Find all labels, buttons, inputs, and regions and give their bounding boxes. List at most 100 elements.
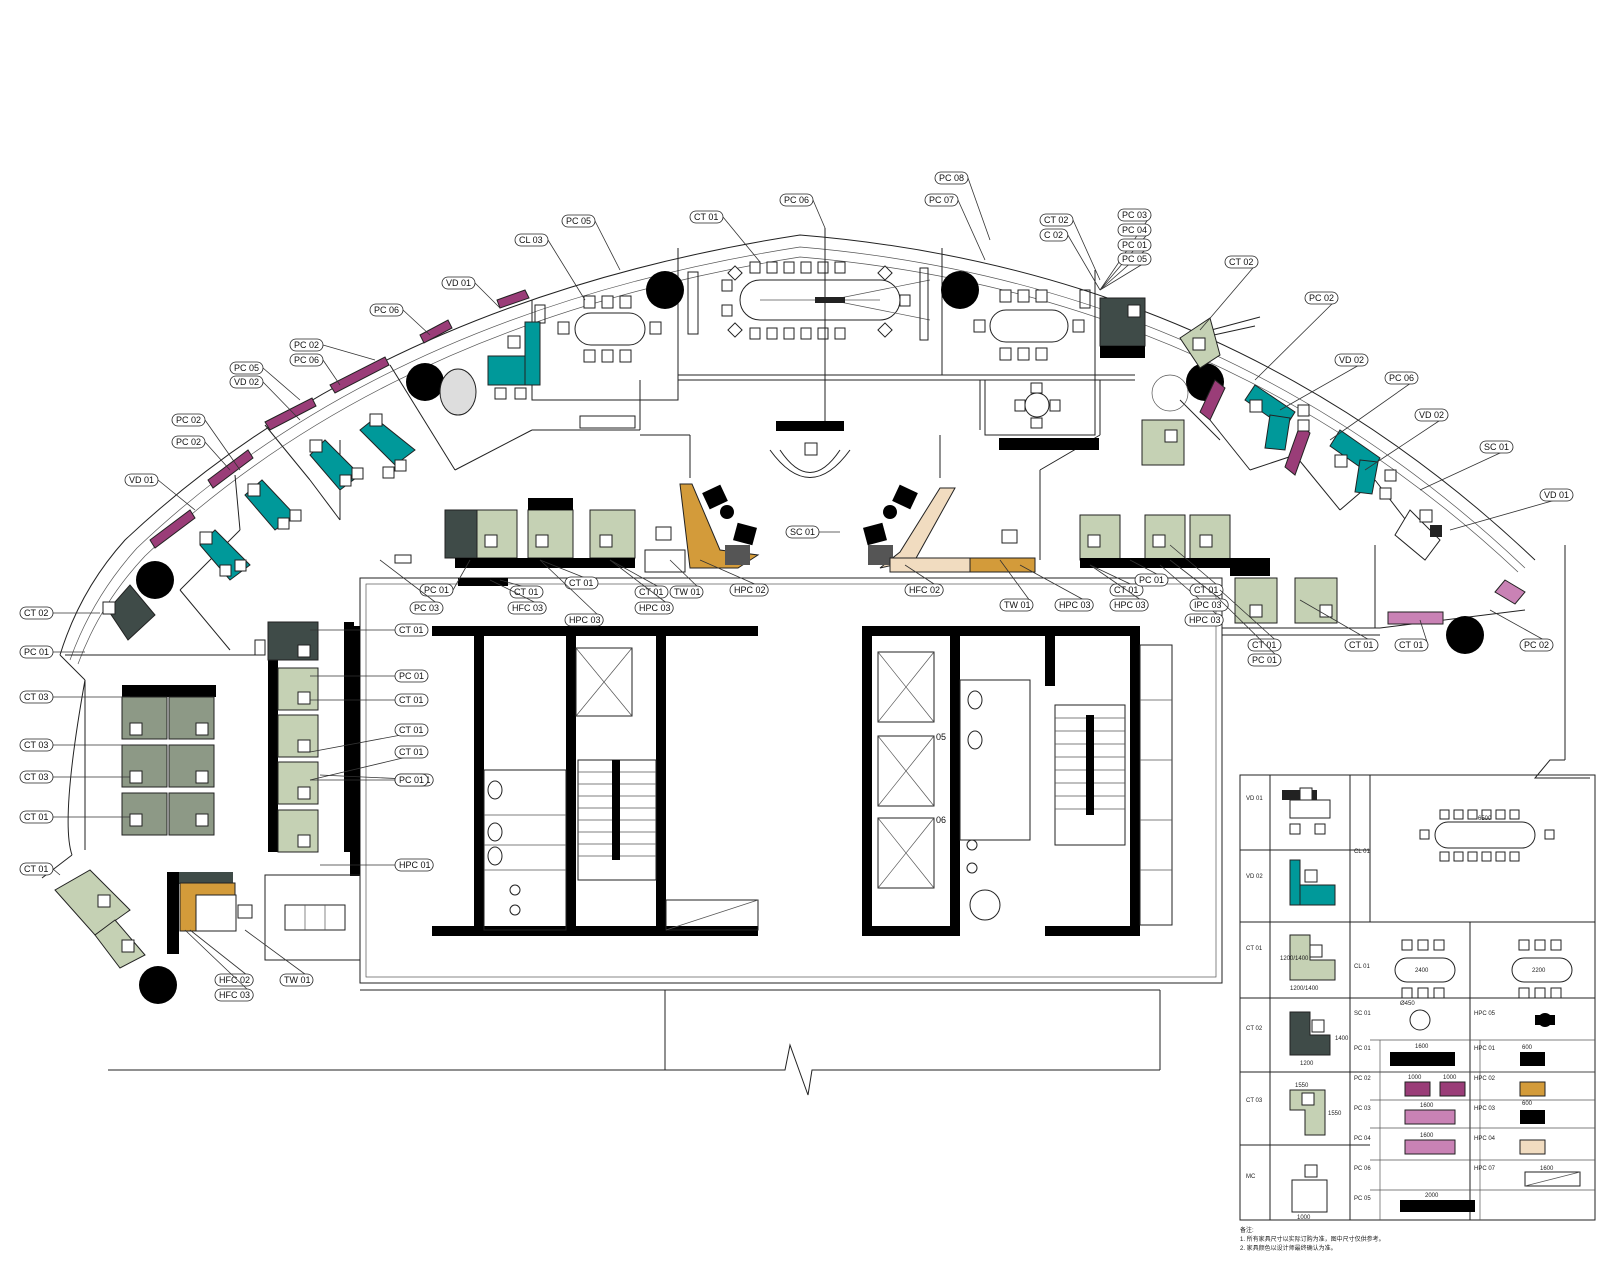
tag-pc-05-r: PC 05 [1099, 252, 1152, 291]
middle-workstations [394, 498, 1444, 625]
tag-ct-02-left: CT 02 [19, 606, 100, 620]
legend-code-ct02: CT 02 [1246, 1026, 1263, 1032]
tag-label: CT 01 [514, 587, 538, 597]
tag-label: CT 01 [569, 578, 593, 588]
tag-label: HPC 03 [1114, 600, 1146, 610]
tag-label: CT 02 [1229, 257, 1253, 267]
tag-pc-01-r6: PC 01 [1219, 599, 1282, 667]
dim-ct2-w: 1200 [1300, 1061, 1314, 1067]
tag-label: CT 01 [399, 747, 423, 757]
legend-code-hpc01: HPC 01 [1474, 1046, 1496, 1052]
tag-vd-01-b: VD 01 [124, 473, 196, 511]
tag-hpc-03-m7: HPC 03 [609, 559, 674, 615]
tag-label: HPC 02 [734, 585, 766, 595]
tag-pc-01-r: PC 01 [1099, 238, 1152, 291]
tag-ct-01-left-b: CT 01 [19, 862, 61, 876]
tag-hpc-02-c: HPC 02 [699, 559, 769, 597]
tag-label: TW 01 [284, 975, 311, 985]
tag-pc-07: PC 07 [924, 193, 986, 261]
tag-pc-05: PC 05 [561, 214, 621, 271]
tag-pc-02-a: PC 02 [289, 338, 376, 361]
tag-pc-01-m1: PC 01 [419, 559, 471, 597]
tag-pc-02-r: PC 02 [1254, 291, 1339, 381]
legend-code-pc06: PC 06 [1354, 1166, 1371, 1172]
elevator-label-05: 05 [936, 732, 946, 742]
tag-pc-01-left: PC 01 [19, 645, 85, 659]
legend-code-pc05: PC 05 [1354, 1196, 1371, 1202]
tag-vd-01-r: VD 01 [1449, 488, 1574, 531]
dim-ct3: 1550 [1295, 1083, 1309, 1089]
tag-ipc-03-r: IPC 03 [1169, 559, 1229, 612]
tag-hpc-03-r: HPC 03 [1019, 564, 1094, 612]
tag-label: PC 01 [1122, 240, 1147, 250]
tag-label: VD 01 [129, 475, 154, 485]
dim-pc01: 1600 [1415, 1044, 1429, 1050]
tag-ct-01-p1: CT 01 [310, 693, 429, 707]
legend-code-ct03: CT 03 [1246, 1098, 1263, 1104]
tag-ct-01-m9: CT 01 [310, 623, 429, 637]
tag-label: CT 01 [399, 695, 423, 705]
legend-code-pc03: PC 03 [1354, 1106, 1371, 1112]
dim-meet-a: 2400 [1415, 968, 1429, 974]
tag-label: HPC 03 [1189, 615, 1221, 625]
tag-ct-01-left-a: CT 01 [19, 810, 130, 824]
tag-label: PC 01 [399, 671, 424, 681]
tag-label: CT 03 [24, 772, 48, 782]
tag-label: CT 01 [399, 725, 423, 735]
tag-label: PC 06 [294, 355, 319, 365]
legend-note-1: 1. 所有家具尺寸以实际订购为准，图中尺寸仅供参考。 [1240, 1235, 1385, 1243]
tag-label: PC 04 [1122, 225, 1147, 235]
tag-sc-01-r: SC 01 [1419, 440, 1514, 491]
tag-label: PC 08 [939, 173, 964, 183]
tag-ct-01-r7: CT 01 [1299, 599, 1379, 652]
dim-ct3-h: 1550 [1328, 1111, 1342, 1117]
dim-mc: 1000 [1297, 1215, 1311, 1221]
dim-pc02-b: 1000 [1443, 1075, 1457, 1081]
tag-label: CT 02 [1044, 215, 1068, 225]
tag-label: PC 01 [24, 647, 49, 657]
legend-code-sc01: SC 01 [1354, 1011, 1371, 1017]
dim-ct2-h: 1400 [1335, 1036, 1349, 1042]
tag-label: PC 01 [1252, 655, 1277, 665]
tag-hfc-03-l: HFC 03 [184, 929, 254, 1002]
tag-label: HPC 03 [569, 615, 601, 625]
tag-label: HFC 03 [219, 990, 250, 1000]
legend-code-cl01-b: CL 01 [1354, 964, 1370, 970]
tag-label: CT 02 [24, 608, 48, 618]
tag-label: CT 01 [1349, 640, 1373, 650]
tag-label: CT 01 [1252, 640, 1276, 650]
dim-round: Ø450 [1400, 1001, 1415, 1007]
legend-code-hpc04: HPC 04 [1474, 1136, 1496, 1142]
tag-label: PC 02 [1309, 293, 1334, 303]
tag-label: PC 02 [1524, 640, 1549, 650]
tag-label: PC 06 [374, 305, 399, 315]
tag-hfc-02-l: HFC 02 [189, 929, 254, 987]
elevator-label-06: 06 [936, 815, 946, 825]
tag-label: CL 03 [519, 235, 543, 245]
dim-hpc07: 1600 [1540, 1166, 1554, 1172]
tag-vd-02-r2: VD 02 [1364, 408, 1449, 471]
dim-pc04: 1600 [1420, 1133, 1434, 1139]
tag-ct-02-right-a: CT 02 [1039, 213, 1101, 281]
legend-code-cl01: CL 01 [1354, 849, 1370, 855]
tag-ct-01-top: CT 01 [689, 210, 761, 263]
tag-label: PC 05 [1122, 254, 1147, 264]
dim-ct-h: 1200/1400 [1280, 956, 1309, 962]
tag-hpc-03-m5: HPC 03 [539, 559, 604, 627]
tag-label: VD 01 [446, 278, 471, 288]
dim-pc05: 2000 [1425, 1193, 1439, 1199]
tag-pc-03-m8: PC 03 [379, 559, 444, 615]
tag-label: CT 01 [399, 625, 423, 635]
tag-pc-01-m10: PC 01 [310, 669, 429, 683]
tag-label: VD 02 [1419, 410, 1444, 420]
tag-tw-01-r: TW 01 [999, 559, 1034, 612]
tag-ct-01-m3: CT 01 [539, 559, 599, 590]
legend-note-title: 备注: [1240, 1226, 1254, 1234]
building-core: 05 06 [264, 626, 1173, 961]
legend-code-hpc07: HPC 07 [1474, 1166, 1496, 1172]
left-workstations [54, 621, 354, 969]
tag-pc-06-r: PC 06 [1329, 371, 1419, 441]
tag-vd-02-a: VD 02 [229, 375, 301, 421]
tag-ct-02-r: CT 02 [1199, 255, 1259, 331]
tag-label: IPC 03 [1194, 600, 1222, 610]
